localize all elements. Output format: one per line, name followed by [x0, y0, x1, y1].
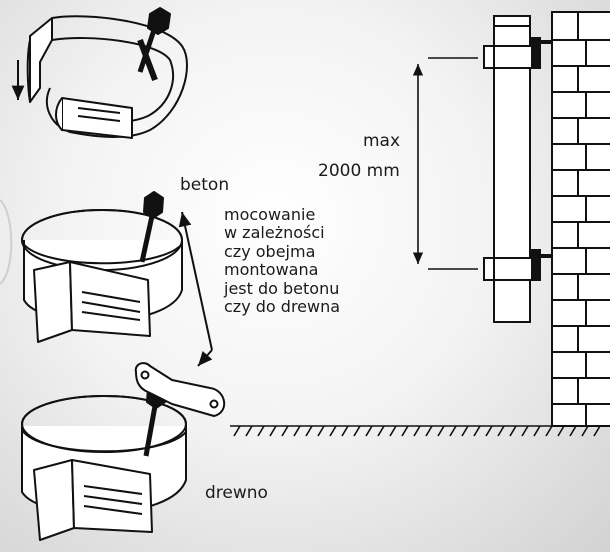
dimension-lines	[412, 57, 478, 270]
mounting-note: mocowanie w zależności czy obejma montow…	[224, 205, 384, 317]
ground-line	[230, 425, 608, 437]
brick-wall	[551, 11, 610, 427]
note-line: czy do drewna	[224, 297, 341, 317]
note-line: montowana	[224, 260, 319, 280]
label-distance: 2000 mm	[318, 161, 400, 181]
partial-ring-edge	[0, 199, 13, 285]
pipe-clamp-lower	[483, 249, 552, 281]
clamp-beton	[21, 191, 183, 343]
note-line: w zależności	[224, 223, 325, 243]
clamp-drewno	[21, 362, 225, 541]
note-line: czy obejma	[224, 241, 316, 261]
note-line: jest do betonu	[224, 278, 340, 298]
pipe-clamp-upper	[483, 37, 552, 69]
label-beton: beton	[180, 175, 229, 195]
double-arrow	[178, 211, 213, 351]
note-line: mocowanie	[224, 205, 316, 224]
clamp-open-top	[11, 7, 188, 139]
label-max: max	[363, 131, 400, 151]
label-drewno: drewno	[205, 483, 268, 503]
